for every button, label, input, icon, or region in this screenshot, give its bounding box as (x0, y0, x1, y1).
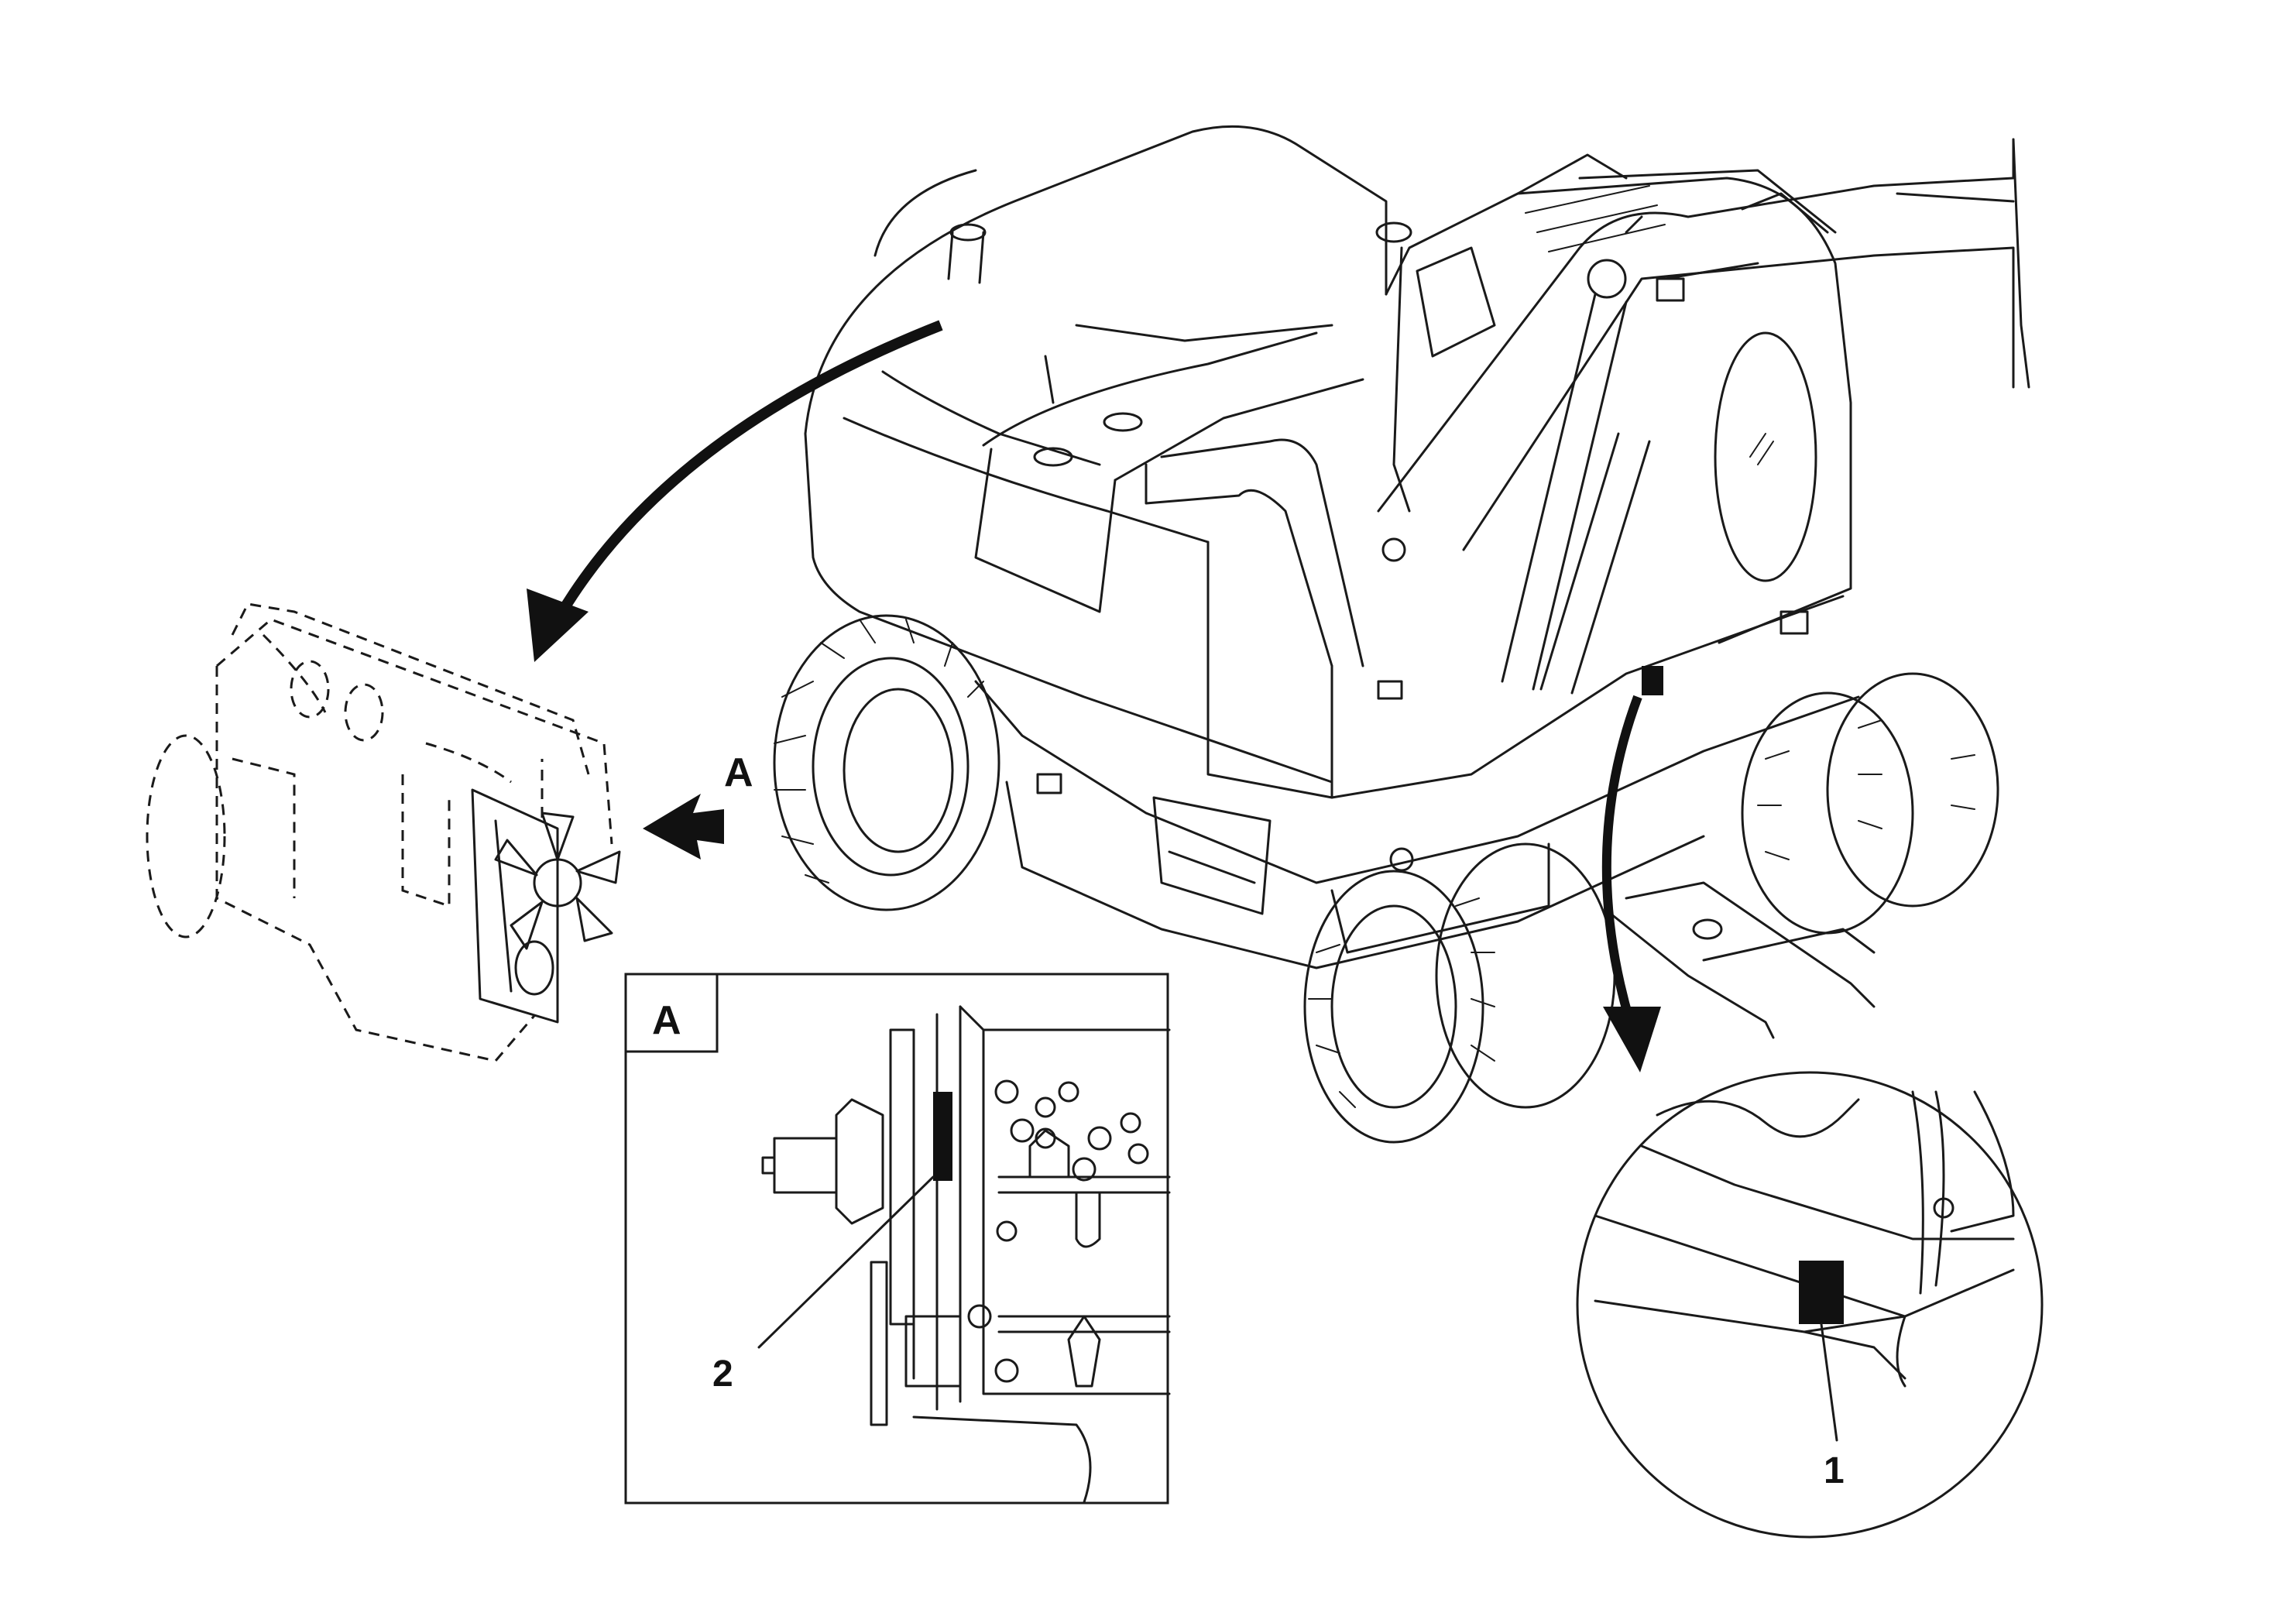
detail-view-a: A 2 (624, 973, 1171, 1505)
callout-2: 2 (712, 1354, 733, 1395)
view-arrow-label: A (724, 750, 753, 795)
pointer-arrow-engine (527, 320, 943, 662)
callout-1: 1 (1824, 1450, 1845, 1491)
engine-drawing (146, 602, 621, 1062)
wheel-rear-right (1741, 672, 1999, 935)
tag-marker-2 (933, 1092, 952, 1181)
detail-view-tag: A (652, 998, 681, 1043)
circular-detail: 1 (1576, 1071, 2044, 1539)
excavator (773, 125, 2030, 1144)
view-arrow-a: A (643, 750, 753, 860)
wheel-front-left (773, 614, 1000, 911)
wheel-front-right (1303, 842, 1616, 1144)
detail-view-tag-box (624, 973, 719, 1053)
tag-marker-1 (1799, 1261, 1844, 1324)
pointer-arrow-tag (1601, 695, 1661, 1072)
